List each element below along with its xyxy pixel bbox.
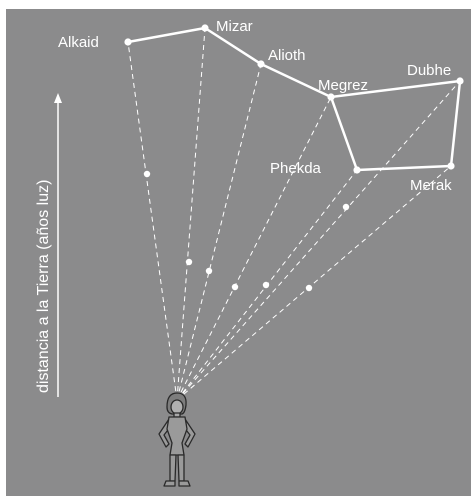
star-label-megrez: Megrez bbox=[318, 77, 368, 94]
sight-line-mizar bbox=[176, 27, 206, 401]
star-label-alioth: Alioth bbox=[268, 47, 306, 64]
star-label-dubhe: Dubhe bbox=[407, 62, 451, 79]
constellation-lines bbox=[127, 26, 462, 172]
distance-marker-merak bbox=[305, 284, 313, 292]
star-mizar bbox=[201, 24, 209, 32]
star-dubhe bbox=[456, 77, 464, 85]
star-alkaid bbox=[124, 38, 132, 46]
distance-marker-mizar bbox=[185, 258, 193, 266]
distance-marker-alioth bbox=[205, 267, 213, 275]
big-dipper-outline bbox=[127, 26, 462, 172]
sight-line-alkaid bbox=[127, 41, 178, 401]
star-merak bbox=[447, 162, 455, 170]
big-dipper-diagram: distancia a la Tierra (años luz) Alk bbox=[35, 18, 464, 487]
sight-lines bbox=[127, 27, 461, 401]
distance-marker-dubhe bbox=[342, 203, 350, 211]
star-label-merak: Merak bbox=[410, 177, 452, 194]
star-labels: Alkaid Mizar Alioth Megrez Dubhe Phekda … bbox=[58, 18, 452, 194]
diagram-frame: distancia a la Tierra (años luz) Alk bbox=[6, 9, 471, 496]
stars bbox=[124, 24, 464, 174]
sight-line-dubhe bbox=[176, 80, 461, 401]
star-label-alkaid: Alkaid bbox=[58, 34, 99, 51]
distance-axis: distancia a la Tierra (años luz) bbox=[35, 93, 62, 397]
distance-marker-phekda bbox=[262, 281, 270, 289]
sight-line-alioth bbox=[176, 63, 262, 401]
star-alioth bbox=[257, 60, 265, 68]
distance-marker-alkaid bbox=[143, 170, 151, 178]
axis-label: distancia a la Tierra (años luz) bbox=[35, 180, 52, 393]
sight-line-megrez bbox=[176, 96, 332, 401]
distance-marker-megrez bbox=[231, 283, 239, 291]
star-label-mizar: Mizar bbox=[216, 18, 253, 35]
distance-markers bbox=[143, 170, 350, 292]
star-phekda bbox=[353, 166, 361, 174]
axis-arrowhead-icon bbox=[54, 93, 62, 103]
star-label-phekda: Phekda bbox=[270, 160, 322, 177]
person-figure-icon bbox=[158, 392, 196, 487]
star-megrez bbox=[327, 93, 335, 101]
sight-line-merak bbox=[176, 165, 452, 401]
